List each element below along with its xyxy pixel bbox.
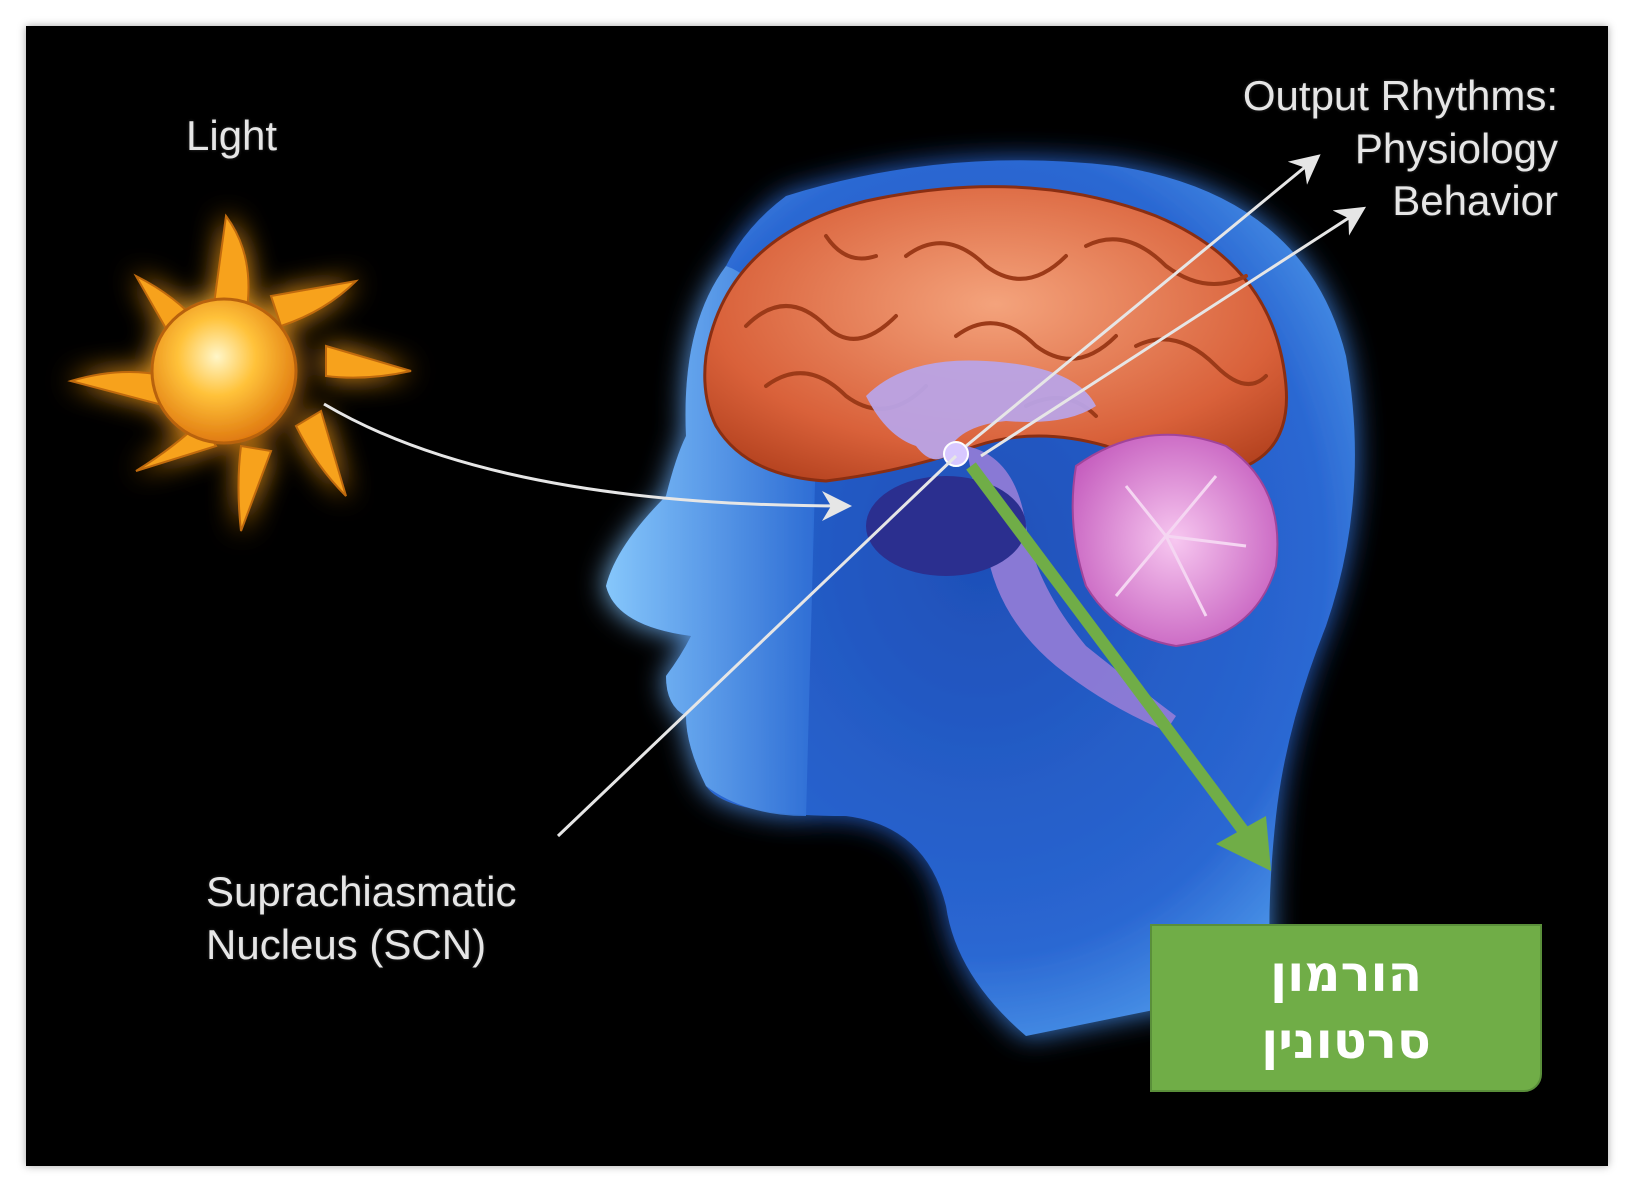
scn-label-line2: Nucleus (SCN): [206, 919, 516, 972]
output-behavior: Behavior: [1243, 175, 1558, 228]
scn-label: Suprachiasmatic Nucleus (SCN): [206, 866, 516, 971]
light-label: Light: [186, 110, 277, 163]
output-physiology: Physiology: [1243, 123, 1558, 176]
sun-icon: [71, 216, 411, 531]
hebrew-line2: סרטונין: [1152, 1008, 1540, 1076]
output-title: Output Rhythms:: [1243, 70, 1558, 123]
scn-label-line1: Suprachiasmatic: [206, 866, 516, 919]
hebrew-line1: הורמון: [1152, 941, 1540, 1009]
serotonin-hormone-box: הורמון סרטונין: [1150, 924, 1542, 1092]
output-rhythms-label: Output Rhythms: Physiology Behavior: [1243, 70, 1558, 228]
